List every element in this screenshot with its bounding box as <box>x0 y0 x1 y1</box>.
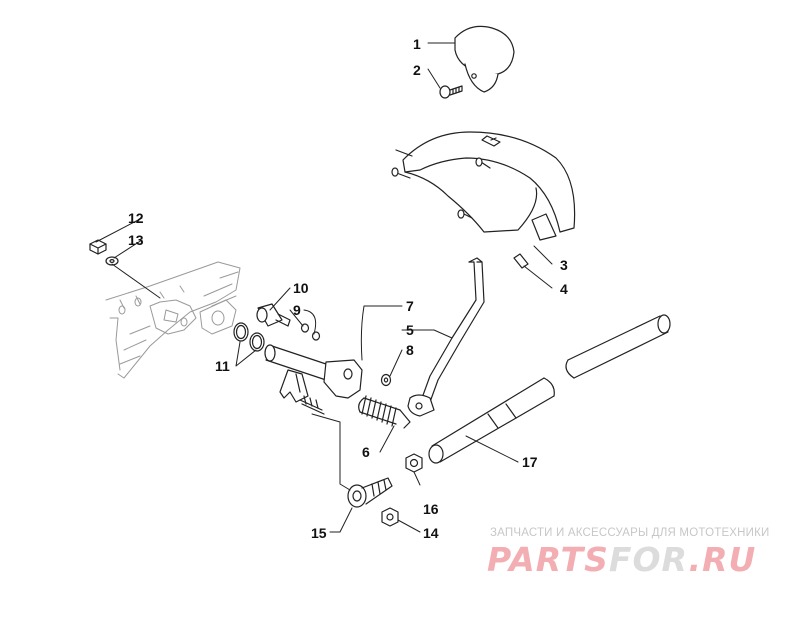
nut-14 <box>381 507 399 527</box>
shift-lever-rod <box>407 257 485 417</box>
callout-4: 4 <box>560 281 568 297</box>
callout-3: 3 <box>560 257 568 273</box>
shifter-gate-bracket <box>391 131 576 269</box>
shift-knob <box>454 25 515 93</box>
callout-labels: 1 2 3 4 5 6 7 8 9 10 11 12 13 14 15 16 1… <box>128 36 568 541</box>
washer-8 <box>380 373 392 387</box>
watermark-logo-for: FOR <box>608 540 689 579</box>
washer-13 <box>105 256 119 266</box>
ball-joint <box>347 477 393 508</box>
watermark-logo: PARTSFOR.RU <box>487 540 756 579</box>
callout-12: 12 <box>128 210 144 226</box>
leader-lines <box>95 42 553 533</box>
watermark-logo-parts: PARTS <box>487 540 609 579</box>
callout-1: 1 <box>413 36 421 52</box>
callout-15: 15 <box>311 525 327 541</box>
knob-screw <box>439 85 463 99</box>
callout-11: 11 <box>215 358 230 374</box>
callout-10: 10 <box>293 280 309 296</box>
pivot-bushing <box>256 303 291 327</box>
callout-2: 2 <box>413 62 421 78</box>
pivot-shaft-assembly <box>264 344 363 415</box>
callout-14: 14 <box>423 525 439 541</box>
callout-7: 7 <box>406 298 414 314</box>
callout-6: 6 <box>362 444 370 460</box>
callout-9: 9 <box>293 302 301 318</box>
bolt-12 <box>89 239 107 255</box>
washer-9 <box>300 323 321 341</box>
shift-rod <box>428 314 671 464</box>
watermark-tagline: ЗАПЧАСТИ И АКСЕССУАРЫ ДЛЯ МОТОТЕХНИКИ <box>490 527 770 539</box>
callout-16: 16 <box>423 501 439 517</box>
frame-mount <box>105 261 241 379</box>
callout-13: 13 <box>128 232 144 248</box>
watermark-logo-ru: .RU <box>688 540 757 579</box>
o-rings <box>233 322 265 352</box>
callout-17: 17 <box>522 454 538 470</box>
callout-5: 5 <box>406 322 414 338</box>
nut-16 <box>405 453 423 473</box>
return-spring <box>358 395 411 429</box>
callout-8: 8 <box>406 342 414 358</box>
